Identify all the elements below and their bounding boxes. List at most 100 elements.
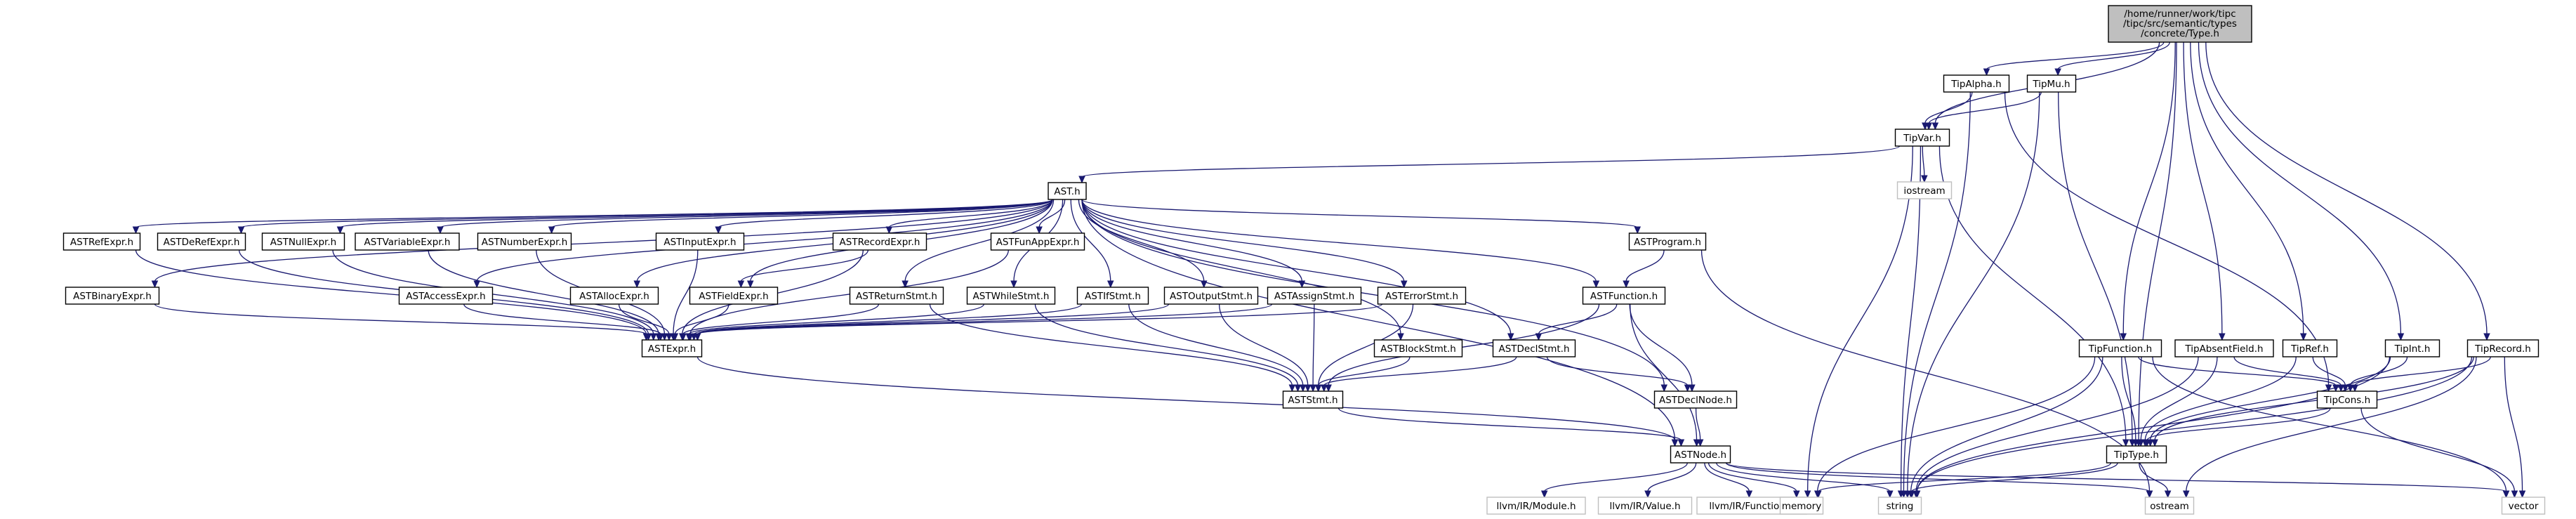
arrowhead <box>1010 280 1017 289</box>
node-label: iostream <box>1903 185 1945 197</box>
node-box <box>1628 232 1707 251</box>
arrowhead <box>661 333 668 341</box>
node-label: TipRef.h <box>2290 343 2329 355</box>
node-astreturnstmt[interactable]: ASTReturnStmt.h <box>849 287 944 305</box>
node-astdeclnode[interactable]: ASTDeclNode.h <box>1653 390 1738 409</box>
edge-root-to-tipmu <box>2057 41 2171 70</box>
node-astdeclstmt[interactable]: ASTDeclStmt.h <box>1492 339 1576 357</box>
node-tipvar[interactable]: TipVar.h <box>1894 129 1950 147</box>
node-tipmu[interactable]: TipMu.h <box>2026 74 2077 93</box>
node-box <box>1877 497 1922 515</box>
node-astrefexpr[interactable]: ASTRefExpr.h <box>62 232 141 251</box>
arrowhead <box>633 280 641 289</box>
arrowhead <box>1684 384 1691 393</box>
node-astrecordexpr[interactable]: ASTRecordExpr.h <box>832 232 927 251</box>
node-astallocexpr[interactable]: ASTAllocExpr.h <box>569 287 659 305</box>
node-astbinaryexpr[interactable]: ASTBinaryExpr.h <box>65 287 160 305</box>
node-astnumberexpr[interactable]: ASTNumberExpr.h <box>477 232 572 251</box>
node-astexpr[interactable]: ASTExpr.h <box>641 339 703 357</box>
node-astassignstmt[interactable]: ASTAssignStmt.h <box>1267 287 1362 305</box>
node-string[interactable]: string <box>1877 497 1922 515</box>
edge-root-to-tipfunction <box>2122 41 2176 335</box>
node-root[interactable]: /home/runner/work/tipc/tipc/src/semantic… <box>2108 5 2252 43</box>
node-tipalpha[interactable]: TipAlpha.h <box>1943 74 2010 93</box>
arrowhead <box>2137 439 2145 447</box>
edge-tipabsentfield-to-string <box>1915 356 2199 492</box>
node-asterrorstmt[interactable]: ASTErrorStmt.h <box>1377 287 1467 305</box>
node-astderefexpr[interactable]: ASTDeRefExpr.h <box>157 232 246 251</box>
node-astoutputstmt[interactable]: ASTOutputStmt.h <box>1163 287 1259 305</box>
node-box <box>157 232 246 251</box>
node-astvariableexpr[interactable]: ASTVariableExpr.h <box>355 232 460 251</box>
node-vector[interactable]: vector <box>2501 497 2546 515</box>
node-astprogram[interactable]: ASTProgram.h <box>1628 232 1707 251</box>
node-box <box>1373 339 1463 357</box>
arrowhead <box>671 333 679 341</box>
node-tipint[interactable]: TipInt.h <box>2384 339 2440 357</box>
node-label: ASTWhileStmt.h <box>973 291 1050 302</box>
node-box <box>2316 390 2378 409</box>
node-label: ASTNode.h <box>1675 449 1726 461</box>
arrowhead <box>1397 333 1404 341</box>
arrowhead <box>1592 280 1600 289</box>
node-ast[interactable]: AST.h <box>1048 182 1087 200</box>
node-label: string <box>1887 501 1914 512</box>
edge-tiprecord-to-string <box>1916 356 2473 492</box>
node-label: ASTIfStmt.h <box>1085 291 1141 302</box>
node-box <box>2501 497 2546 515</box>
node-box <box>655 232 745 251</box>
node-astinputexpr[interactable]: ASTInputExpr.h <box>655 232 745 251</box>
arrowhead <box>1294 384 1302 393</box>
node-box <box>355 232 460 251</box>
node-label: ASTInputExpr.h <box>663 237 736 248</box>
node-tiptype[interactable]: TipType.h <box>2106 445 2167 464</box>
edge-ast-to-astrecordexpr <box>888 199 1053 228</box>
node-iostream[interactable]: iostream <box>1896 181 1953 199</box>
node-tipcons[interactable]: TipCons.h <box>2316 390 2378 409</box>
node-astnode[interactable]: ASTNode.h <box>1670 445 1731 464</box>
node-astnullexpr[interactable]: ASTNullExpr.h <box>261 232 345 251</box>
node-astwhilestmt[interactable]: ASTWhileStmt.h <box>966 287 1056 305</box>
node-label: llvm/IR/Function.h <box>1709 501 1794 512</box>
edge-ast-to-astinputexpr <box>718 199 1053 228</box>
edge-astdeclstmt-to-aststmt <box>1323 356 1517 386</box>
node-astaccessexpr[interactable]: ASTAccessExpr.h <box>398 287 494 305</box>
node-ostream[interactable]: ostream <box>2144 497 2195 515</box>
edge-tipint-to-tipcons <box>2350 356 2408 386</box>
node-tiprecord[interactable]: TipRecord.h <box>2466 339 2539 357</box>
node-box <box>2078 339 2162 357</box>
node-label: vector <box>2509 501 2539 512</box>
node-label: ASTNullExpr.h <box>270 237 336 248</box>
arrowhead <box>2164 490 2172 499</box>
node-astblockstmt[interactable]: ASTBlockStmt.h <box>1373 339 1463 357</box>
node-memory[interactable]: memory <box>1779 497 1824 515</box>
edge-astaccessexpr-to-astexpr <box>463 303 661 335</box>
node-tipref[interactable]: TipRef.h <box>2282 339 2338 357</box>
arrowhead <box>1634 226 1642 235</box>
node-label: /home/runner/work/tipc <box>2124 8 2235 20</box>
node-box <box>1653 390 1738 409</box>
edge-ast-to-astblockstmt <box>1081 199 1401 335</box>
node-astfunappexpr[interactable]: ASTFunAppExpr.h <box>990 232 1085 251</box>
node-llvmmodule[interactable]: llvm/IR/Module.h <box>1486 497 1586 515</box>
node-box <box>849 287 944 305</box>
edge-tipint-to-string <box>1916 356 2391 492</box>
arrowhead <box>715 226 722 235</box>
edge-astifstmt-to-astexpr <box>693 303 1083 335</box>
node-box <box>2466 339 2539 357</box>
edge-tipvar-to-string <box>1900 145 1922 492</box>
node-label: ASTReturnStmt.h <box>856 291 937 302</box>
node-label: ASTBinaryExpr.h <box>73 291 152 302</box>
node-box <box>261 232 345 251</box>
edge-astfunction-to-astdeclstmt <box>1538 303 1618 335</box>
edge-tipmu-to-string <box>1907 91 2040 492</box>
node-astfieldexpr[interactable]: ASTFieldExpr.h <box>689 287 779 305</box>
node-tipabsentfield[interactable]: TipAbsentField.h <box>2174 339 2274 357</box>
node-astifstmt[interactable]: ASTIfStmt.h <box>1076 287 1149 305</box>
node-llvmvalue[interactable]: llvm/IR/Value.h <box>1597 497 1693 515</box>
node-tipfunction[interactable]: TipFunction.h <box>2078 339 2162 357</box>
node-astfunction[interactable]: ASTFunction.h <box>1582 287 1666 305</box>
node-aststmt[interactable]: ASTStmt.h <box>1282 390 1344 409</box>
arrowhead <box>1107 280 1114 289</box>
